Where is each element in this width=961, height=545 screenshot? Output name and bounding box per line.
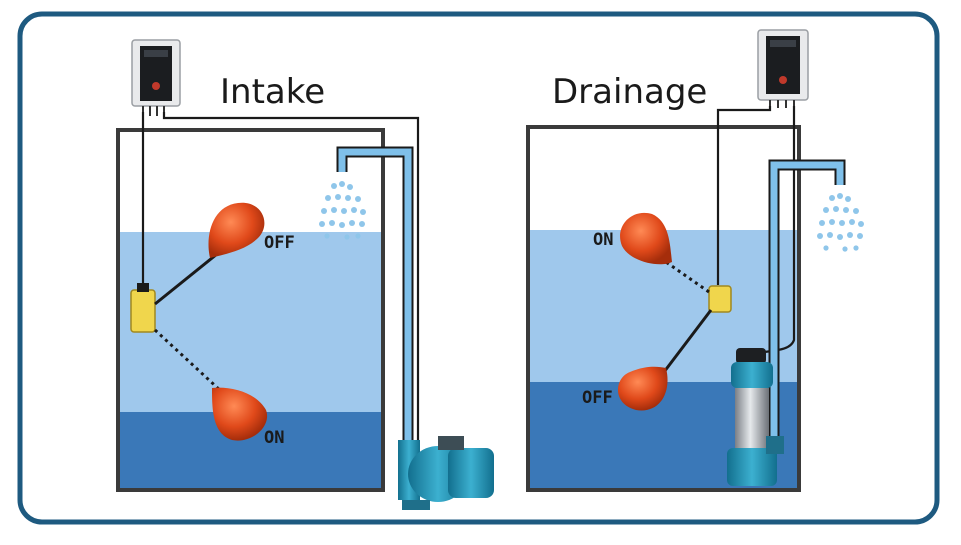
drainage-float-cable-lower — [662, 309, 713, 373]
drainage-water-spray — [817, 193, 864, 252]
drainage-cable-float — [716, 106, 772, 285]
drainage-float-cable-upper — [665, 260, 710, 294]
intake-water-spray — [319, 181, 366, 240]
intake-float-switch — [130, 289, 156, 333]
intake-float-ball-on — [212, 387, 268, 441]
intake-panel — [116, 39, 494, 510]
intake-float-cable-lower — [153, 328, 224, 394]
drainage-title: Drainage — [552, 72, 708, 112]
drainage-float-ball-on — [620, 212, 672, 265]
drainage-float-ball-off — [617, 366, 668, 411]
drainage-tank — [526, 125, 801, 492]
intake-cable-pump — [162, 112, 420, 440]
intake-title: Intake — [220, 72, 326, 112]
intake-float-ball-off — [208, 202, 265, 258]
intake-off-label: OFF — [264, 233, 295, 253]
drainage-panel — [526, 29, 864, 492]
intake-controller-box — [131, 39, 181, 116]
drainage-controller-box — [757, 29, 809, 108]
drainage-submersible-pump — [727, 348, 784, 486]
intake-float-cable-upper — [154, 248, 223, 306]
drainage-off-label: OFF — [582, 388, 613, 408]
drainage-float-switch — [708, 285, 732, 313]
intake-on-label: ON — [264, 428, 285, 448]
intake-water-upper — [118, 232, 383, 412]
drainage-on-label: ON — [593, 230, 614, 250]
intake-surface-pump — [398, 436, 494, 510]
intake-tank — [116, 128, 385, 492]
